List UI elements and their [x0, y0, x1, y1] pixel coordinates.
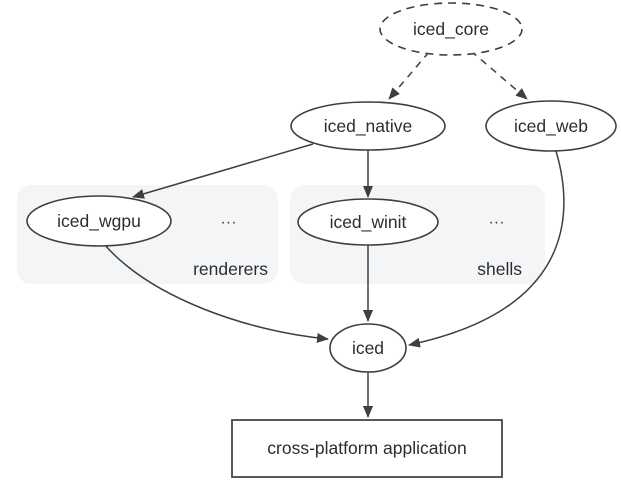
- node-iced_wgpu: iced_wgpu: [26, 195, 172, 247]
- node-cross-platform-application-shape: [231, 419, 503, 478]
- edge-iced_core-iced_native: [388, 51, 430, 100]
- node-iced_native-shape: [290, 101, 446, 151]
- edge-iced_core-iced_web: [470, 50, 528, 100]
- node-iced_wgpu-label: iced_wgpu: [57, 211, 141, 232]
- node-iced_wgpu-shape: [26, 195, 172, 247]
- node-iced-shape: [329, 323, 407, 373]
- node-iced: iced: [329, 323, 407, 373]
- node-iced_winit: iced_winit: [297, 198, 439, 246]
- node-iced_core: iced_core: [379, 2, 523, 56]
- node-iced_winit-label: iced_winit: [330, 212, 407, 233]
- node-iced_web-label: iced_web: [514, 116, 588, 137]
- renderers-group-label: renderers: [193, 259, 268, 279]
- renderers-ellipsis: ...: [221, 211, 237, 228]
- node-iced_native: iced_native: [290, 101, 446, 151]
- node-iced_core-label: iced_core: [413, 19, 489, 40]
- node-iced_web-shape: [485, 100, 617, 152]
- node-iced-label: iced: [352, 338, 384, 358]
- node-cross-platform-application-label: cross-platform application: [267, 438, 466, 458]
- node-iced_web: iced_web: [485, 100, 617, 152]
- shells-group-label: shells: [477, 259, 522, 279]
- edge-iced_web-iced: [408, 150, 565, 348]
- edge-iced_wgpu-iced: [103, 243, 329, 343]
- node-iced_native-label: iced_native: [324, 116, 413, 137]
- node-iced_winit-shape: [297, 198, 439, 246]
- node-cross-platform-application: cross-platform application: [231, 419, 503, 478]
- edge-iced_native-iced_wgpu: [132, 143, 314, 199]
- node-iced_core-shape: [379, 2, 523, 56]
- shells-ellipsis: ...: [489, 211, 505, 228]
